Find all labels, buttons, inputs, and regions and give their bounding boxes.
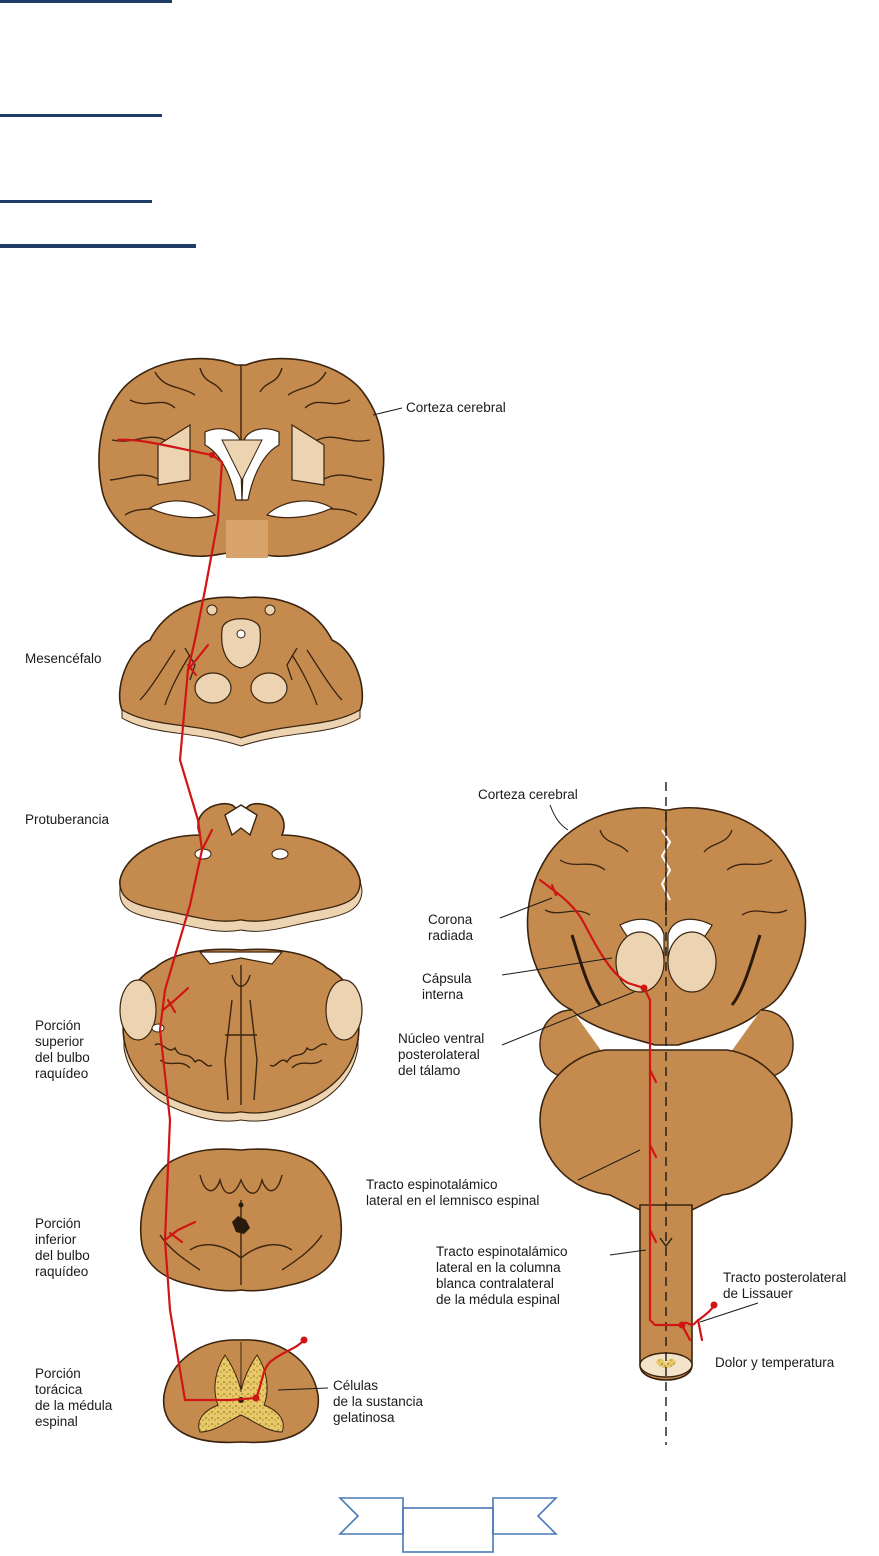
label-protuberancia: Protuberancia <box>25 812 110 827</box>
label-tracto-lissauer: Tracto posterolateral de Lissauer <box>723 1270 850 1301</box>
right-label-lines <box>499 804 759 1323</box>
label-nucleo-ventral: Núcleo ventral posterolateral del tálamo <box>398 1031 488 1078</box>
brain-spinal-cord-overview <box>526 782 807 1445</box>
label-dolor-temperatura: Dolor y temperatura <box>715 1355 835 1370</box>
label-corteza-cerebral-right: Corteza cerebral <box>478 787 578 802</box>
pons-section <box>119 803 363 932</box>
label-medula-toracica: Porción torácica de la médula espinal <box>35 1366 116 1429</box>
label-corona-radiada: Corona radiada <box>428 912 476 943</box>
header-rule-3 <box>0 200 152 203</box>
label-capsula-interna: Cápsula interna <box>422 971 475 1002</box>
footer-banner-shape[interactable] <box>338 1497 558 1553</box>
label-bulbo-inferior: Porción inferior del bulbo raquídeo <box>35 1216 94 1279</box>
header-rule-2 <box>0 114 162 117</box>
lower-medulla-section <box>139 1148 343 1292</box>
left-cord-cell-body <box>252 1394 260 1402</box>
right-receptor-dot <box>710 1301 718 1309</box>
left-cortex-terminal <box>209 452 215 458</box>
left-receptor-dot <box>300 1336 308 1344</box>
header-rule-4 <box>0 244 196 248</box>
label-tracto-lemnisco: Tracto espinotalámico lateral en el lemn… <box>366 1177 539 1208</box>
label-corteza-cerebral-left: Corteza cerebral <box>406 400 506 415</box>
right-cord-cell-body <box>678 1321 686 1329</box>
label-tracto-columna: Tracto espinotalámico lateral en la colu… <box>436 1244 571 1307</box>
cerebrum-coronal-section <box>98 357 385 558</box>
label-bulbo-superior: Porción superior del bulbo raquídeo <box>35 1018 94 1081</box>
label-mesencefalo: Mesencéfalo <box>25 651 102 666</box>
upper-medulla-section <box>119 948 363 1122</box>
label-celulas-gelatinosa: Células de la sustancia gelatinosa <box>333 1378 427 1425</box>
mesencephalon-section <box>118 596 364 747</box>
right-pathway-line <box>538 878 716 1342</box>
left-label-lines <box>277 407 403 1391</box>
thoracic-cord-section <box>162 1339 320 1444</box>
left-pathway-line <box>116 438 306 1402</box>
right-thalamus-cell-body <box>640 984 648 992</box>
header-rule-1 <box>0 0 172 3</box>
